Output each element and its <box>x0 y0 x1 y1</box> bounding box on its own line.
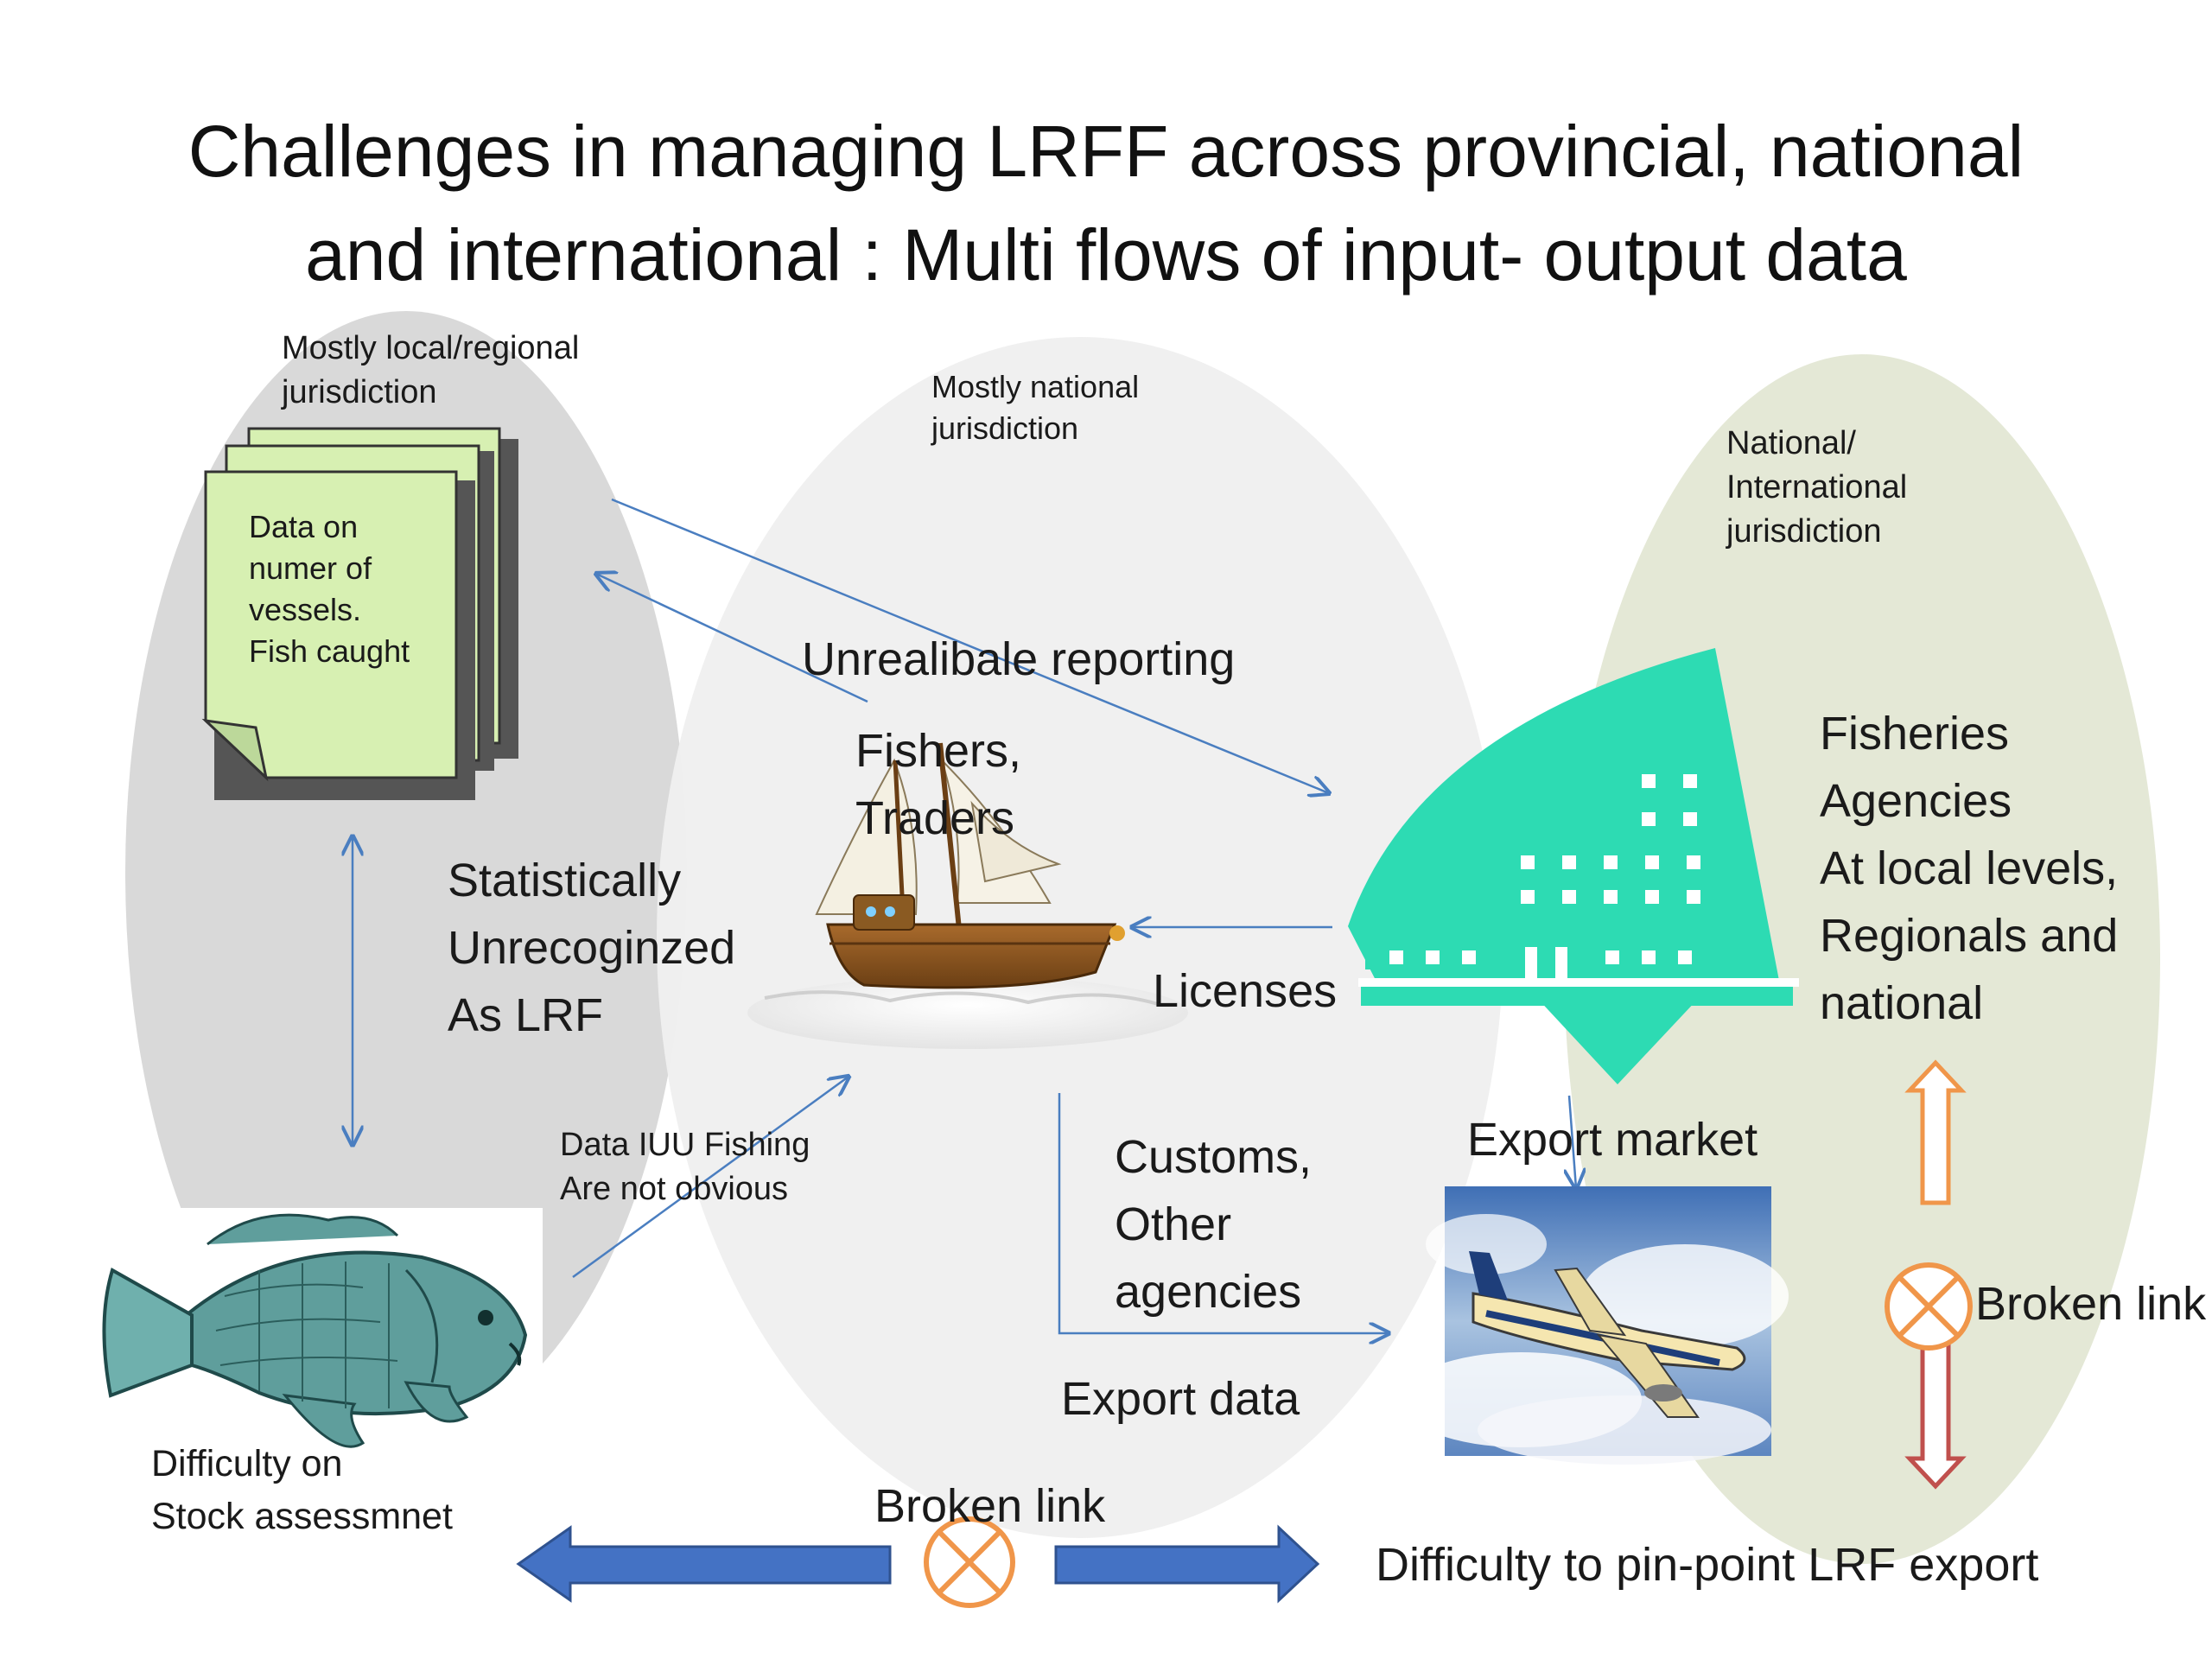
fishers-traders-label: Fishers, Traders <box>855 717 1021 852</box>
customs-line1: Customs, <box>1115 1131 1313 1183</box>
arrow-iuu <box>572 1077 849 1279</box>
agencies-line2: Agencies <box>1820 775 2012 827</box>
stock-line1: Difficulty on <box>151 1443 343 1484</box>
arrow-fishers-to-doc <box>596 574 868 703</box>
export-market-label: Export market <box>1467 1114 1758 1166</box>
airplane-icon <box>1400 1186 1789 1465</box>
double-arrow-icon <box>1904 1059 1967 1490</box>
title-line-1: Challenges in managing LRFF across provi… <box>188 111 2024 192</box>
pinpoint-export-label: Difficulty to pin-point LRF export <box>1376 1539 2039 1591</box>
customs-line3: agencies <box>1115 1266 1302 1318</box>
title-line-2: and international : Multi flows of input… <box>305 214 1907 296</box>
zone-international-label-line3: jurisdiction <box>1726 513 1882 550</box>
document-stack-icon <box>201 427 518 800</box>
customs-agencies-label: Customs, Other agencies <box>1115 1123 1312 1325</box>
statistically-unrecognized-label: Statistically Unrecoginzed As LRF <box>448 847 735 1049</box>
zone-international-label-line1: National/ <box>1726 425 1856 461</box>
document-note-line2: numer of <box>249 550 372 586</box>
document-note-line4: Fish caught <box>249 633 410 669</box>
block-arrow-right <box>1054 1524 1320 1604</box>
unreliable-reporting-label: Unrealibale reporting <box>802 633 1236 685</box>
arrow-doc-to-agency <box>611 498 1329 793</box>
block-arrow-left <box>516 1525 892 1603</box>
zone-international-label-line2: International <box>1726 469 1908 505</box>
fish-icon <box>60 1208 543 1467</box>
agencies-line4: Regionals and <box>1820 910 2119 962</box>
stock-line2: Stock assessmnet <box>151 1496 453 1537</box>
zone-local-label: Mostly local/regional jurisdiction <box>282 327 579 415</box>
iuu-line2: Are not obvious <box>560 1171 789 1207</box>
statistically-line2: Unrecoginzed <box>448 922 736 974</box>
zone-national-label-line1: Mostly national <box>931 369 1140 404</box>
arrow-export-market <box>1569 1095 1576 1188</box>
fishing-boat-icon <box>747 742 1188 1049</box>
broken-link-icon <box>924 1516 1015 1608</box>
customs-line2: Other <box>1115 1198 1232 1250</box>
zone-local-label-line2: jurisdiction <box>282 374 437 410</box>
agencies-line3: At local levels, <box>1820 842 2119 894</box>
government-building-icon <box>1348 648 1799 1084</box>
agencies-line1: Fisheries <box>1820 708 2010 760</box>
licenses-label: Licenses <box>1153 965 1338 1017</box>
slide-title: Challenges in managing LRFF across provi… <box>0 99 2212 307</box>
broken-link-right-label: Broken link <box>1975 1278 2207 1330</box>
document-note-line3: vessels. <box>249 592 362 627</box>
iuu-fishing-label: Data IUU Fishing Are not obvious <box>560 1123 810 1211</box>
document-note-text: Data on numer of vessels. Fish caught <box>249 506 410 672</box>
broken-link-icon <box>1885 1262 1973 1351</box>
arrow-export-data <box>1058 1093 1389 1333</box>
statistically-line1: Statistically <box>448 855 682 906</box>
agencies-line5: national <box>1820 977 1984 1029</box>
document-note-line1: Data on <box>249 509 359 544</box>
zone-national-label-line2: jurisdiction <box>931 410 1079 446</box>
export-data-label: Export data <box>1061 1373 1300 1425</box>
fisheries-agencies-label: Fisheries Agencies At local levels, Regi… <box>1820 700 2118 1037</box>
fishers-line2: Traders <box>855 792 1015 844</box>
stock-assessment-label: Difficulty on Stock assessmnet <box>151 1438 453 1543</box>
zone-national-label: Mostly national jurisdiction <box>931 366 1139 449</box>
fishers-line1: Fishers, <box>855 725 1022 777</box>
statistically-line3: As LRF <box>448 989 604 1041</box>
zone-international-label: National/ International jurisdiction <box>1726 422 1907 554</box>
iuu-line1: Data IUU Fishing <box>560 1127 810 1163</box>
zone-local-label-line1: Mostly local/regional <box>282 330 580 366</box>
broken-link-bottom-label: Broken link <box>874 1480 1106 1532</box>
